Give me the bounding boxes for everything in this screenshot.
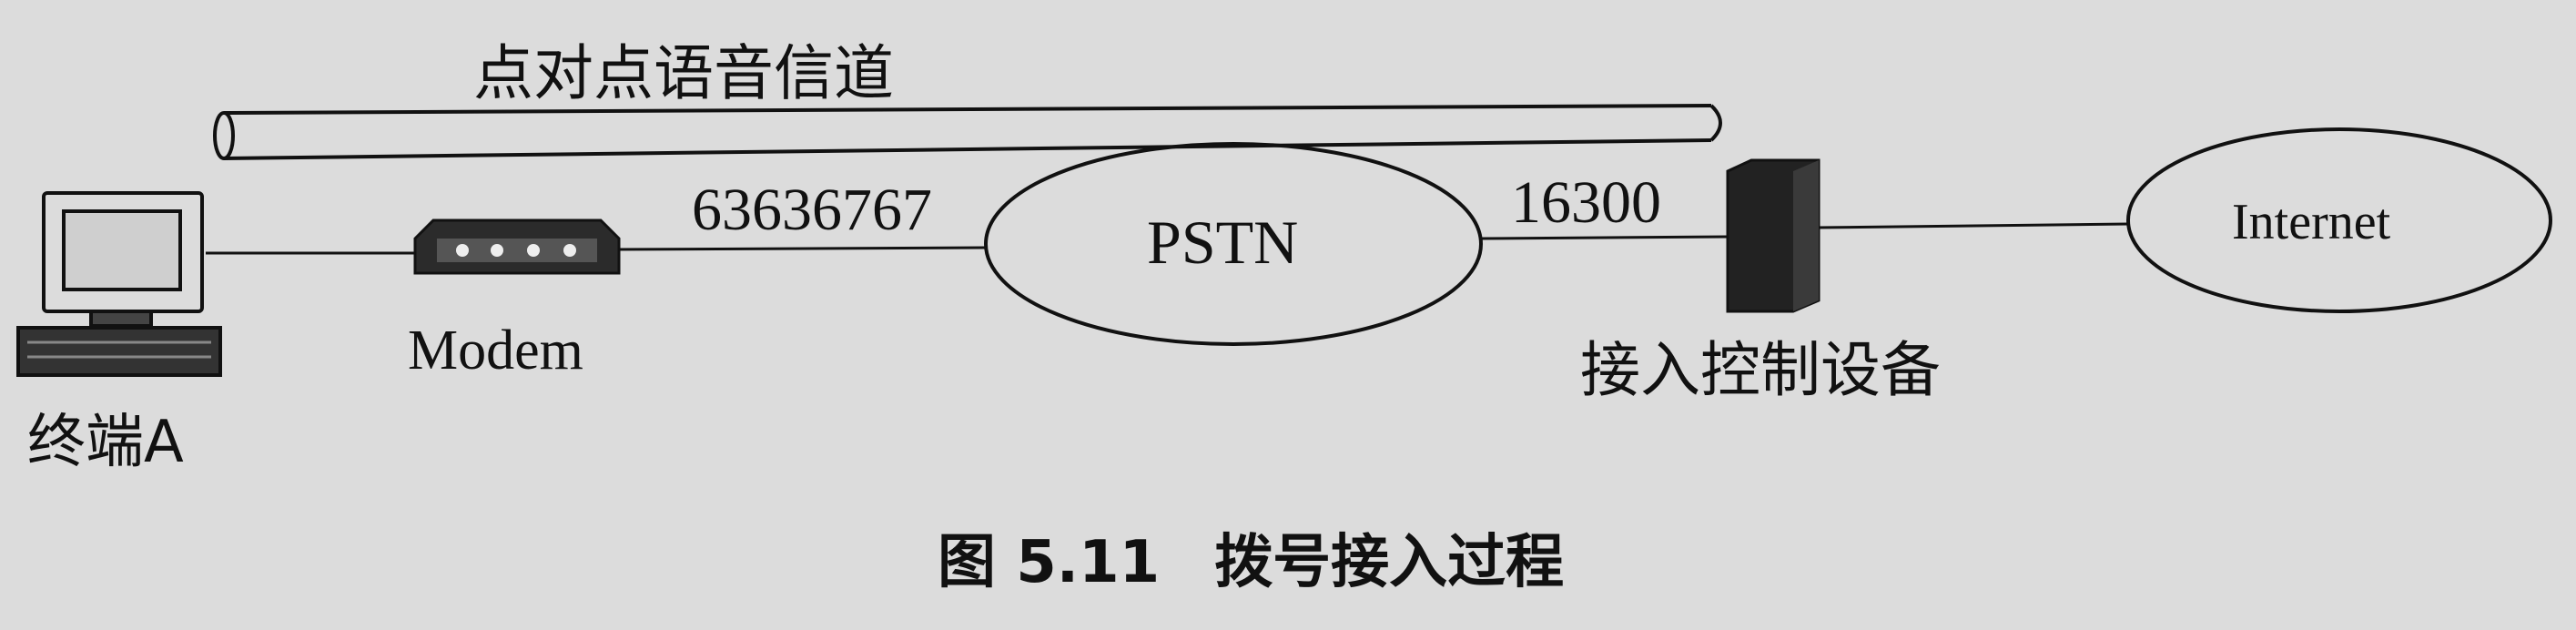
voice-channel-label: 点对点语音信道 [473, 38, 894, 108]
access-to-internet-line [1816, 222, 2129, 229]
access-device-label: 接入控制设备 [1580, 335, 1941, 405]
voice-channel-tube [213, 104, 1722, 160]
computer-terminal-icon [16, 191, 222, 377]
pstn-to-access-line [1481, 235, 1729, 240]
pstn-label: PSTN [1147, 208, 1299, 277]
phone-number-a-label: 63636767 [692, 177, 932, 243]
access-control-device-icon [1726, 158, 1820, 313]
figure-number: 图 5.11 [938, 529, 1161, 596]
terminal-label: 终端A [27, 409, 184, 476]
internet-ellipse [2126, 127, 2552, 313]
pstn-ellipse [984, 142, 1483, 346]
phone-number-b-label: 16300 [1511, 169, 1661, 236]
modem-to-pstn-line [614, 246, 986, 251]
modem-icon [413, 218, 621, 275]
connection-lines [206, 222, 2129, 255]
figure-title: 拨号接入过程 [1214, 529, 1565, 596]
internet-label: Internet [2232, 194, 2391, 250]
modem-label: Modem [408, 320, 583, 381]
